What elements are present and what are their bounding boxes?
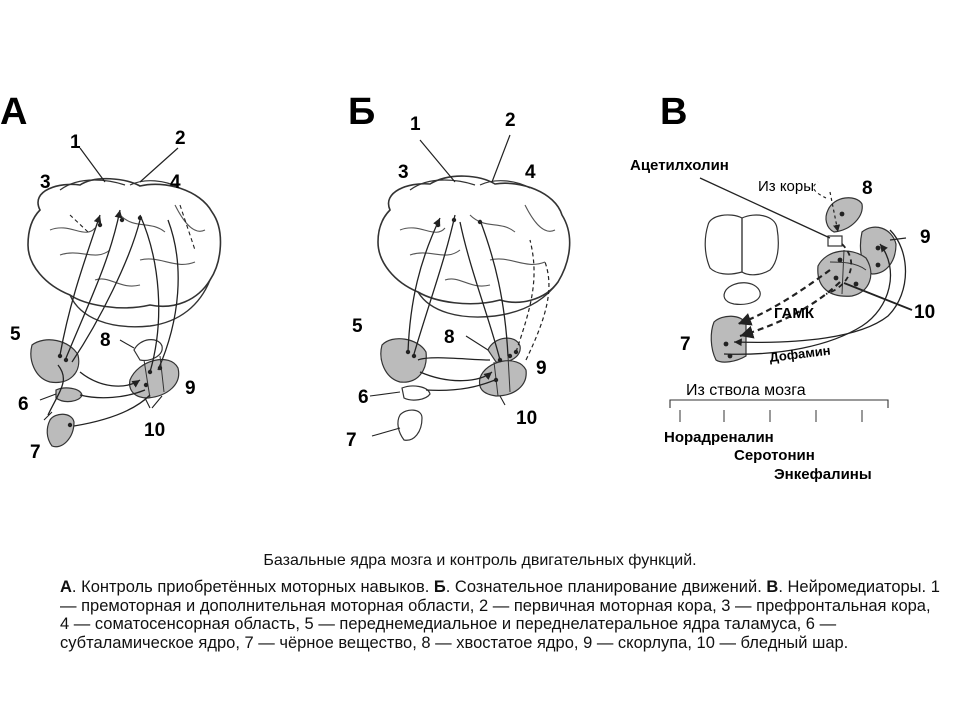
third-ventricle [723, 282, 761, 305]
dopamine-label: Дофамин [769, 343, 832, 365]
label-10: 10 [144, 420, 165, 441]
label-1: 1 [70, 132, 81, 153]
ventricle-right [741, 214, 779, 276]
caption-body: А. Контроль приобретённых моторных навык… [60, 578, 940, 652]
label-7: 7 [680, 334, 691, 355]
from-brainstem-label: Из ствола мозга [686, 382, 806, 399]
caption-c-letter: В [766, 578, 779, 596]
cholinergic-interneuron [827, 235, 843, 247]
caption-a-letter: А [60, 578, 72, 596]
gaba-label: ГАМК [774, 305, 815, 322]
panel-a: А 1 2 3 4 5 6 7 8 9 10 [0, 91, 222, 463]
panel-c: В Ацетилхолин Из коры ГАМК Дофамин Из ст… [630, 91, 935, 483]
label-10: 10 [516, 408, 537, 429]
label-7: 7 [30, 442, 41, 463]
brain-gyri [49, 204, 206, 287]
from-cortex-label: Из коры [758, 178, 814, 195]
label-4: 4 [170, 172, 181, 193]
caption-title: Базальные ядра мозга и контроль двигател… [263, 552, 697, 569]
brainstem-bracket [669, 399, 889, 408]
label-4: 4 [525, 162, 536, 183]
thalamus-5 [380, 338, 427, 383]
temporal-lobe [69, 279, 211, 328]
panel-c-letter: В [660, 91, 687, 133]
label-7: 7 [346, 430, 357, 451]
label-8: 8 [444, 327, 455, 348]
label-2: 2 [175, 128, 186, 149]
label-10: 10 [914, 302, 935, 323]
caption-b-letter: Б [433, 578, 446, 596]
label-5: 5 [352, 316, 363, 337]
substantia-nigra-7 [46, 413, 75, 448]
subthalamic-6 [401, 385, 431, 401]
noradrenaline-label: Норадреналин [664, 429, 774, 446]
label-8: 8 [862, 178, 873, 199]
panel-b-letter: Б [348, 91, 375, 133]
label-9: 9 [920, 227, 931, 248]
label-2: 2 [505, 110, 516, 131]
label-9: 9 [536, 358, 547, 379]
label-8: 8 [100, 330, 111, 351]
label-1: 1 [410, 114, 421, 135]
putamen-9 [129, 358, 180, 399]
panel-a-letter: А [0, 91, 27, 133]
brain-outline [27, 177, 222, 309]
caption-a-text: . Контроль приобретённых моторных навыко… [71, 578, 434, 596]
caption-c-text: . Нейромедиаторы. 1 — премоторная и допо… [60, 578, 940, 652]
label-9: 9 [185, 378, 196, 399]
enkephalins-label: Энкефалины [774, 466, 872, 483]
substantia-nigra-7 [397, 409, 423, 441]
thalamus-5 [30, 339, 80, 383]
label-5: 5 [10, 324, 21, 345]
caudate-8 [133, 339, 163, 361]
acetylcholine-label: Ацетилхолин [630, 157, 729, 174]
label-3: 3 [40, 172, 51, 193]
label-6: 6 [358, 387, 369, 408]
serotonin-label: Серотонин [734, 447, 815, 464]
putamen-9 [478, 360, 527, 397]
label-3: 3 [398, 162, 409, 183]
substantia-nigra-7 [710, 315, 747, 363]
ventricle-left [704, 214, 743, 275]
caption-b-text: . Сознательное планирование движений. [445, 578, 767, 596]
panel-b: Б 1 2 3 4 5 6 7 8 9 10 [346, 91, 571, 451]
label-6: 6 [18, 394, 29, 415]
